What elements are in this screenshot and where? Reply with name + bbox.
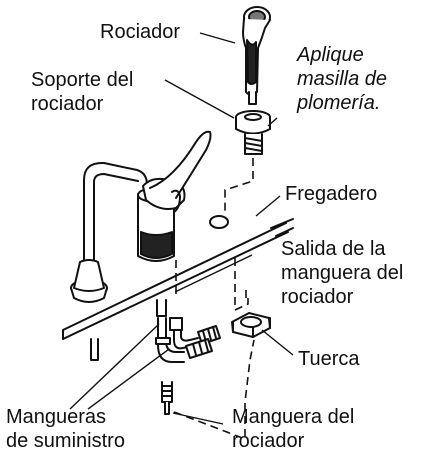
label-salida-line1: Salida de la <box>281 238 386 260</box>
sink-deck <box>62 215 294 340</box>
label-manguera-rociador: Manguera del rociador <box>232 405 354 453</box>
nut <box>231 312 271 338</box>
label-salida-line3: rociador <box>281 286 354 308</box>
label-aplique-line2: masilla de <box>297 68 388 90</box>
assembly-guides <box>173 158 255 441</box>
leader-lines <box>69 32 294 425</box>
label-salida-manguera: Salida de la manguera del rociador <box>281 237 403 309</box>
label-mangueras-line2: de suministro <box>6 430 125 452</box>
sprayer-hose-end <box>161 381 173 415</box>
label-rociador: Rociador <box>100 21 181 43</box>
label-fregadero: Fregadero <box>285 183 378 205</box>
label-aplique-line3: plomería. <box>297 92 381 114</box>
label-salida-line2: manguera del <box>281 262 404 284</box>
label-aplique-line1: Aplique <box>297 44 364 66</box>
label-manguera-line2: rociador <box>232 430 305 452</box>
sprayer-head <box>242 6 271 105</box>
label-soporte-line2: rociador <box>31 93 104 115</box>
faucet <box>70 130 212 303</box>
sprayer-holder <box>235 110 271 155</box>
label-aplique-masilla: Aplique masilla de plomería. <box>297 43 387 115</box>
label-soporte-line1: Soporte del <box>31 69 134 91</box>
label-mangueras-suministro: Mangueras de suministro <box>6 405 125 453</box>
label-manguera-line1: Manguera del <box>232 406 355 428</box>
hose-fittings <box>185 325 221 359</box>
label-tuerca: Tuerca <box>298 348 360 370</box>
label-mangueras-line1: Mangueras <box>6 406 107 428</box>
label-soporte-rociador: Soporte del rociador <box>31 68 133 116</box>
